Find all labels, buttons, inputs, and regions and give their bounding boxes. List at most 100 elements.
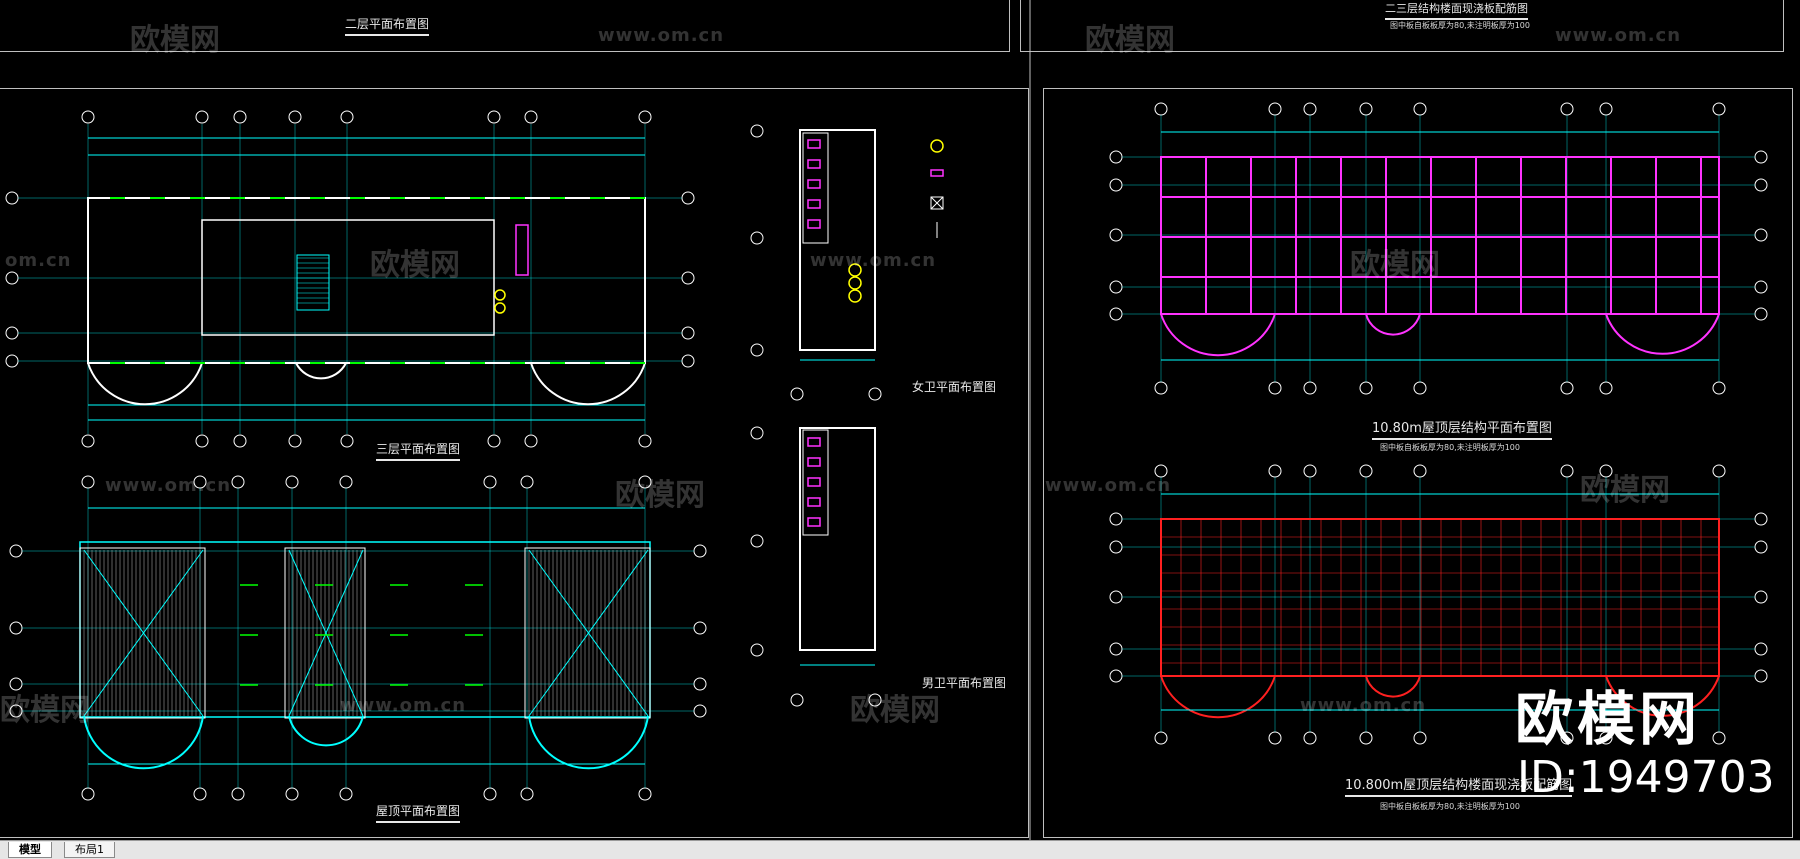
wc-toilet xyxy=(807,179,821,189)
axis-bubble xyxy=(195,434,209,448)
axis-bubble xyxy=(288,434,302,448)
roof-mid-arc xyxy=(288,715,364,747)
brand-id: ID:1949703 xyxy=(1517,752,1775,803)
axis-bubble xyxy=(750,643,764,657)
washbasin-icon xyxy=(848,276,862,290)
watermark-logo: 欧模网 xyxy=(1085,23,1175,58)
axis-bubble xyxy=(195,110,209,124)
watermark-logo: 欧模网 xyxy=(130,23,220,58)
watermark-url: www.om.cn xyxy=(810,250,937,271)
wc-toilet xyxy=(807,219,821,229)
struct-arc xyxy=(1605,675,1720,717)
axis-bubble xyxy=(790,387,804,401)
sheet-frame-top-right xyxy=(1020,0,1784,52)
title-roof: 屋顶平面布置图 xyxy=(376,802,461,823)
axis-bubble xyxy=(233,434,247,448)
wc-toilet xyxy=(807,457,821,467)
note-struct-top: 图中板自板板厚为80,未注明板厚为100 xyxy=(1390,21,1530,30)
sheet-frame-right xyxy=(1043,88,1793,838)
wc-toilet xyxy=(807,517,821,527)
stair-block xyxy=(296,254,330,311)
struct-arc xyxy=(1160,313,1276,357)
fixture-icon xyxy=(494,289,506,301)
wc-toilet xyxy=(807,139,821,149)
washbasin-icon xyxy=(848,263,862,277)
roof-right-arc xyxy=(528,715,649,770)
tab-model[interactable]: 模型 xyxy=(8,842,52,858)
title-floor3: 三层平面布置图 xyxy=(376,440,461,461)
struct-arc xyxy=(1160,675,1276,719)
tab-layout1[interactable]: 布局1 xyxy=(64,842,115,858)
legend-cross xyxy=(930,196,944,210)
watermark-logo: 欧模网 xyxy=(1580,473,1670,508)
wc-toilet xyxy=(807,199,821,209)
title-struct-1080: 10.80m屋顶层结构平面布置图 xyxy=(1372,417,1552,440)
axis-bubble xyxy=(750,426,764,440)
fixture-icon xyxy=(494,302,506,314)
struct-arc xyxy=(1365,313,1421,336)
watermark-url: www.om.cn xyxy=(1300,695,1427,716)
wc-toilet xyxy=(807,159,821,169)
title-female-wc: 女卫平面布置图 xyxy=(912,380,997,394)
axis-bubble xyxy=(638,434,652,448)
legend-box-icon xyxy=(930,196,944,210)
wc-toilet xyxy=(807,497,821,507)
layout-tab-bar: 模型 布局1 xyxy=(0,840,1800,859)
sheet-frame-left xyxy=(0,88,1029,838)
washbasin-icon xyxy=(848,289,862,303)
axis-bubble xyxy=(790,693,804,707)
floor3-outline xyxy=(87,197,646,364)
title-floor2: 二层平面布置图 xyxy=(345,15,430,36)
watermark-logo: 欧模网 xyxy=(850,693,940,728)
ridge-line xyxy=(528,549,649,717)
brand-logo: 欧模网 xyxy=(1515,685,1702,753)
watermark-url: www.om.cn xyxy=(340,695,467,716)
watermark-url: om.cn xyxy=(5,250,72,271)
legend-toilet-icon xyxy=(930,169,944,177)
axis-bubble xyxy=(868,387,882,401)
legend-washbasin-icon xyxy=(930,139,944,153)
wc-stalls xyxy=(802,132,829,244)
axis-bubble xyxy=(81,110,95,124)
axis-bubble xyxy=(233,110,247,124)
axis-bubble xyxy=(487,110,501,124)
axis-bubble xyxy=(487,434,501,448)
axis-bubble xyxy=(638,110,652,124)
struct-arc xyxy=(1605,313,1720,355)
axis-bubble xyxy=(524,110,538,124)
axis-bubble xyxy=(868,693,882,707)
watermark-url: www.om.cn xyxy=(598,25,725,46)
floor3-stair-bay xyxy=(295,362,347,380)
cad-model-space[interactable]: 二层平面布置图 三层平面布置图 屋顶平面布置图 女卫平面布置图 男卫平面布置图 … xyxy=(0,0,1800,840)
male-wc-outline xyxy=(799,427,876,651)
watermark-logo: 欧模网 xyxy=(370,248,460,283)
ridge-line xyxy=(83,549,204,717)
roof-mid-hatch xyxy=(284,547,366,719)
wc-toilet xyxy=(807,437,821,447)
note-struct-1080-slab: 图中板自板板厚为80,未注明板厚为100 xyxy=(1380,802,1520,811)
watermark-url: www.om.cn xyxy=(1045,475,1172,496)
struct-arc xyxy=(1365,675,1421,698)
female-wc-outline xyxy=(799,129,876,351)
axis-bubble xyxy=(524,434,538,448)
axis-bubble xyxy=(81,434,95,448)
wc-toilet xyxy=(807,477,821,487)
title-male-wc: 男卫平面布置图 xyxy=(922,676,1007,690)
floor3-right-bay xyxy=(530,362,646,406)
ridge-line xyxy=(288,549,364,717)
axis-bubble xyxy=(340,110,354,124)
floor3-left-bay xyxy=(87,362,203,406)
floor3-core xyxy=(201,219,495,336)
roof-left-hatch xyxy=(79,547,206,719)
watermark-logo: 欧模网 xyxy=(0,693,90,728)
note-struct-1080: 图中板自板板厚为80,未注明板厚为100 xyxy=(1380,443,1520,452)
roof-right-hatch xyxy=(524,547,651,719)
watermark-logo: 欧模网 xyxy=(1350,248,1440,283)
roof-left-arc xyxy=(83,715,204,770)
title-struct-1080-slab: 10.800m屋顶层结构楼面现浇板配筋图 xyxy=(1345,774,1573,797)
wc-stalls xyxy=(802,429,829,536)
axis-bubble xyxy=(288,110,302,124)
watermark-url: www.om.cn xyxy=(1555,25,1682,46)
axis-bubble xyxy=(750,231,764,245)
axis-bubble xyxy=(750,534,764,548)
